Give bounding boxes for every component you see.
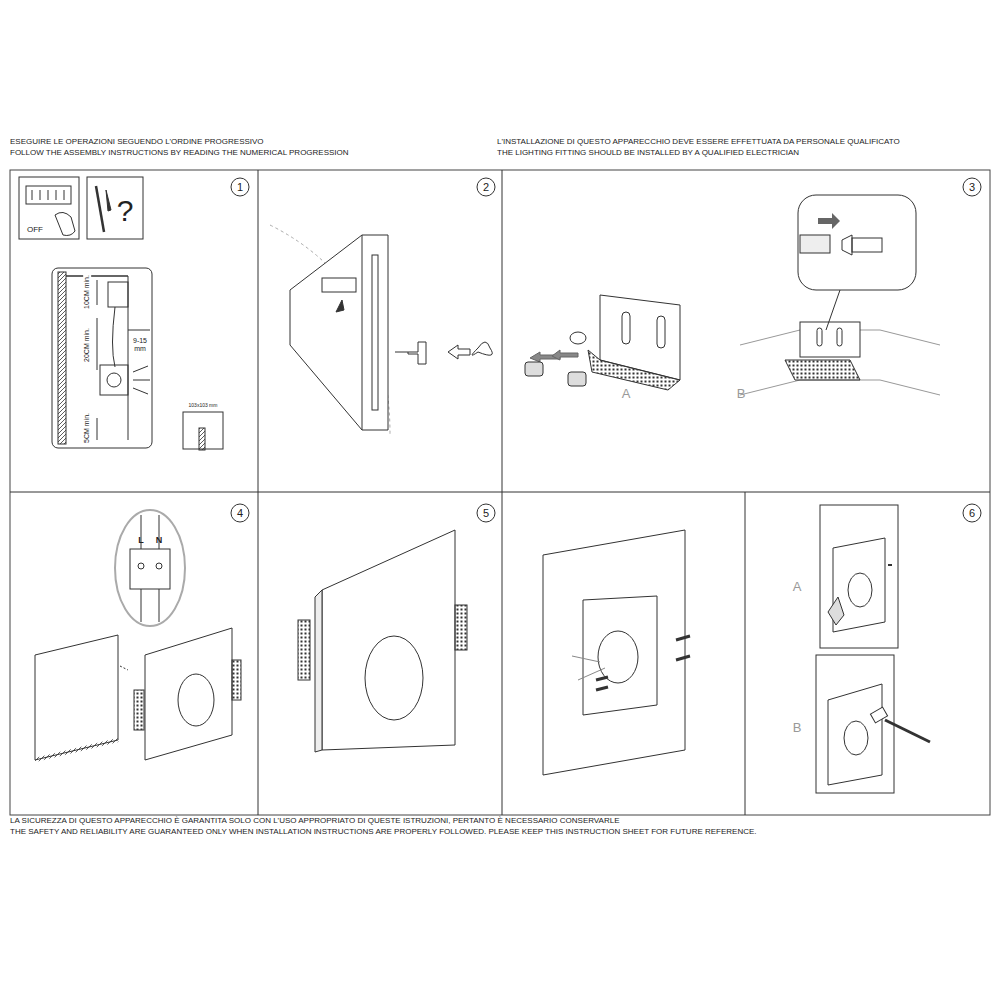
label-text: 103x103 mm	[189, 403, 218, 409]
label-text: 10CM min.	[83, 275, 91, 309]
label-text: L'INSTALLAZIONE DI QUESTO APPARECCHIO DE…	[497, 138, 900, 147]
label-text: FOLLOW THE ASSEMBLY INSTRUCTIONS BY READ…	[10, 149, 349, 158]
label-text: 4	[237, 507, 243, 519]
label-text: 3	[969, 181, 975, 193]
label-text: 6	[969, 507, 975, 519]
label-text: 1	[237, 181, 243, 193]
label-text: L	[138, 536, 144, 546]
label-text: B	[793, 721, 802, 735]
label-text: 5CM min.	[83, 413, 91, 443]
label-text: A	[793, 580, 802, 594]
label-text: 9-15 mm	[127, 337, 153, 352]
label-text: 2	[483, 181, 489, 193]
label-text: 20CM min.	[83, 328, 91, 362]
label-text: ?	[117, 194, 134, 227]
label-text: LA SICUREZZA DI QUESTO APPARECCHIO È GAR…	[10, 817, 620, 826]
label-text: ESEGUIRE LE OPERAZIONI SEGUENDO L'ORDINE…	[10, 138, 264, 147]
label-text: N	[156, 536, 163, 546]
label-text: A	[622, 387, 631, 401]
label-text: OFF	[27, 226, 43, 235]
label-text: THE SAFETY AND RELIABILITY ARE GUARANTEE…	[10, 828, 757, 837]
label-text: THE LIGHTING FITTING SHOULD BE INSTALLED…	[497, 149, 799, 158]
label-text: B	[737, 387, 746, 401]
label-text: 5	[483, 507, 489, 519]
